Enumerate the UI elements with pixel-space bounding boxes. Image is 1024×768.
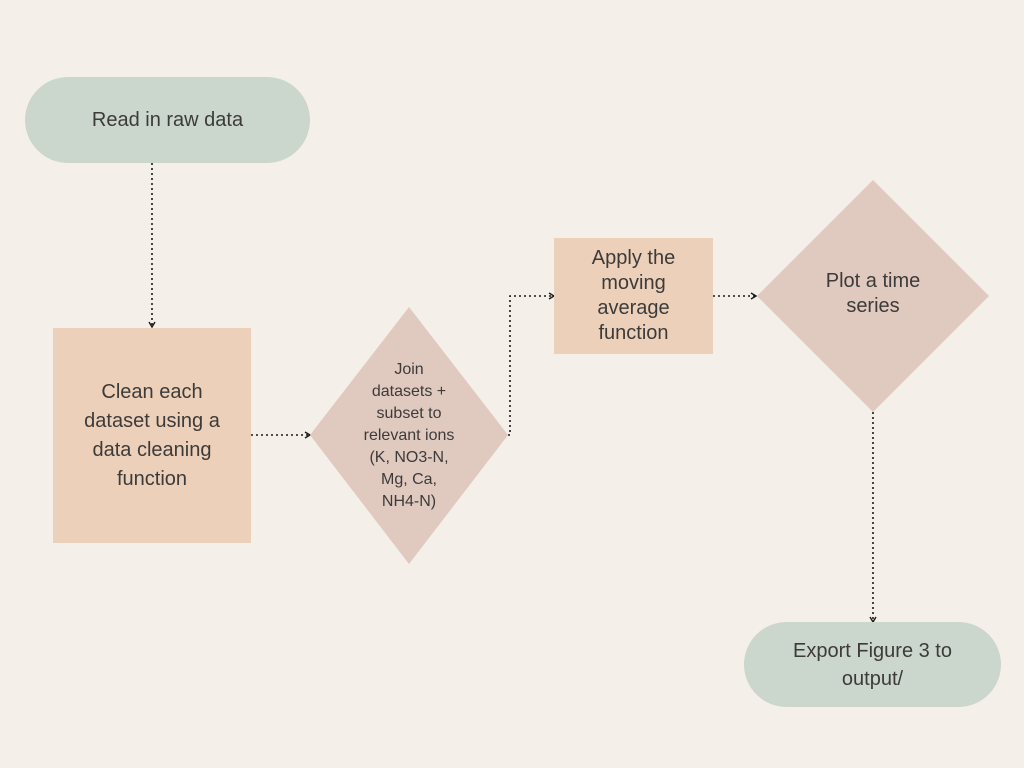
node-read-raw-data-label: Read in raw data bbox=[91, 109, 244, 131]
node-export-figure-label: Export Figure 3 to output/ bbox=[793, 639, 952, 690]
node-plot-time-series-label: Plot a time series bbox=[825, 270, 921, 317]
node-join-datasets-label: Join datasets + subset to relevant ions … bbox=[363, 360, 455, 510]
decision-shape bbox=[310, 307, 508, 564]
node-plot-time-series: Plot a time series bbox=[757, 180, 989, 412]
node-join-datasets: Join datasets + subset to relevant ions … bbox=[310, 307, 508, 564]
connector-join-to-moving bbox=[508, 292, 556, 436]
node-clean-dataset: Clean each dataset using a data cleaning… bbox=[53, 328, 251, 543]
node-export-figure: Export Figure 3 to output/ bbox=[744, 622, 1001, 707]
decision-shape bbox=[757, 180, 989, 412]
node-read-raw-data: Read in raw data bbox=[25, 77, 310, 163]
node-moving-average-label: Apply the moving average function bbox=[591, 247, 676, 344]
node-clean-dataset-label: Clean each dataset using a data cleaning… bbox=[84, 380, 220, 490]
node-moving-average: Apply the moving average function bbox=[554, 238, 713, 354]
